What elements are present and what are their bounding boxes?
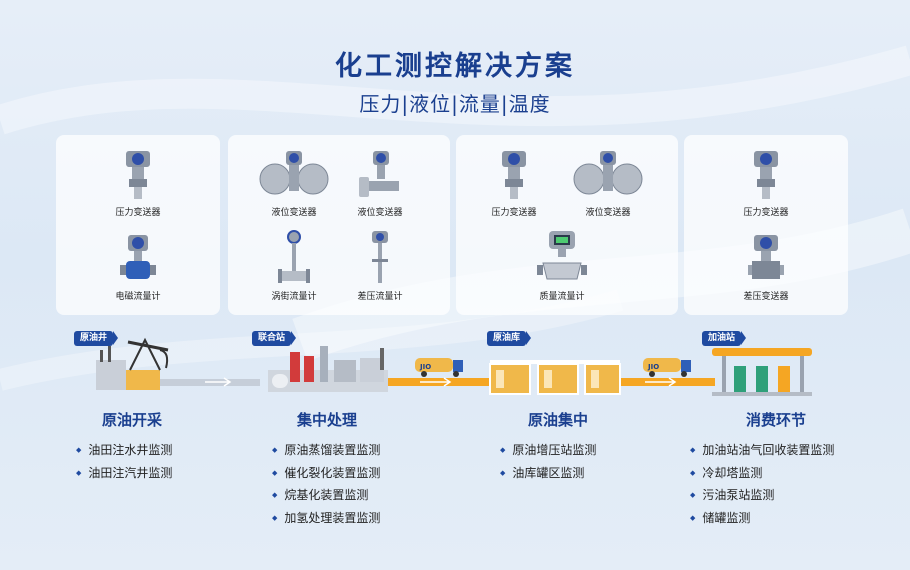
truck-label: JIO [419, 363, 431, 371]
pressure-transmitter-icon [502, 151, 526, 199]
process-illustration: JIO JIO [96, 337, 812, 396]
tanker-truck-icon: JIO [643, 358, 691, 377]
stage-items-collection: 原油增压站监测 油库罐区监测 [500, 440, 596, 485]
page-subtitle: 压力|液位|流量|温度 [359, 92, 551, 116]
stage-title-extraction: 原油开采 [101, 411, 162, 429]
flange-level-transmitter-icon [573, 151, 643, 195]
flange-level-transmitter-icon [259, 151, 329, 195]
stage-items-extraction: 油田注水井监测 油田注汽井监测 [76, 440, 172, 485]
stage-items-consumption: 加油站油气回收装置监测 冷却塔监测 污油泵站监测 储罐监测 [690, 440, 834, 530]
device-panel-1: 压力变送器 电磁流量计 [56, 135, 220, 315]
device-label: 差压变送器 [743, 292, 789, 302]
oil-depot-icon [489, 360, 621, 395]
list-item: 储罐监测 [690, 508, 834, 531]
stage-title-consumption: 消费环节 [745, 411, 806, 429]
device-differential-pressure-flowmeter: 差压流量计 [340, 229, 420, 302]
list-item: 污油泵站监测 [690, 485, 834, 508]
device-panel-4: 压力变送器 差压变送器 [684, 135, 848, 315]
device-differential-pressure-transmitter: 差压变送器 [726, 233, 806, 302]
device-label: 液位变送器 [585, 208, 631, 218]
device-flange-level-transmitter: 液位变送器 [568, 149, 648, 218]
gas-station-icon [712, 348, 812, 396]
stage-title-processing: 集中处理 [296, 411, 357, 429]
list-item: 烷基化装置监测 [272, 485, 380, 508]
device-single-flange-level-transmitter: 液位变送器 [340, 149, 420, 218]
list-item: 油田注水井监测 [76, 440, 172, 463]
device-label: 压力变送器 [115, 208, 161, 218]
list-item: 催化裂化装置监测 [272, 463, 380, 486]
device-pressure-transmitter: 压力变送器 [726, 149, 806, 218]
stage-title-collection: 原油集中 [527, 411, 588, 429]
device-electromagnetic-flowmeter: 电磁流量计 [98, 233, 178, 302]
list-item: 油库罐区监测 [500, 463, 596, 486]
device-label: 压力变送器 [743, 208, 789, 218]
device-pressure-transmitter: 压力变送器 [474, 149, 554, 218]
stage-tag-oil-well: 原油井 [74, 331, 119, 346]
tanker-truck-icon: JIO [415, 358, 463, 377]
list-item: 冷却塔监测 [690, 463, 834, 486]
pressure-transmitter-icon [754, 151, 778, 199]
device-panel-2: 液位变送器 液位变送器 涡街流量计 差压流量计 [228, 135, 450, 315]
list-item: 原油蒸馏装置监测 [272, 440, 380, 463]
mass-flowmeter-icon [537, 231, 587, 280]
arrow-icon [645, 377, 677, 387]
electromagnetic-flowmeter-icon [120, 235, 156, 279]
list-item: 油田注汽井监测 [76, 463, 172, 486]
device-label: 液位变送器 [357, 208, 403, 218]
page-title: 化工测控解决方案 [335, 51, 575, 82]
refinery-icon [268, 346, 388, 392]
list-item: 加氢处理装置监测 [272, 508, 380, 531]
differential-pressure-transmitter-icon [748, 235, 784, 279]
device-flange-level-transmitter: 液位变送器 [254, 149, 334, 218]
oil-well-icon [96, 337, 169, 390]
list-item: 原油增压站监测 [500, 440, 596, 463]
stage-items-processing: 原油蒸馏装置监测 催化裂化装置监测 烷基化装置监测 加氢处理装置监测 [272, 440, 380, 530]
device-panel-3: 压力变送器 液位变送器 质量流量计 [456, 135, 678, 315]
arrow-icon [205, 377, 232, 387]
stage-tag-oil-depot: 原油库 [487, 331, 532, 346]
stage-tag-joint-station: 联合站 [252, 331, 297, 346]
arrow-icon [420, 377, 452, 387]
device-mass-flowmeter: 质量流量计 [522, 229, 602, 302]
device-label: 电磁流量计 [115, 292, 161, 302]
device-label: 液位变送器 [271, 208, 317, 218]
device-label: 差压流量计 [357, 292, 403, 302]
truck-label: JIO [647, 363, 659, 371]
pressure-transmitter-icon [126, 151, 150, 199]
device-label: 质量流量计 [539, 292, 585, 302]
differential-pressure-flowmeter-icon [372, 231, 388, 283]
device-pressure-transmitter: 压力变送器 [98, 149, 178, 218]
device-label: 涡街流量计 [271, 292, 317, 302]
device-label: 压力变送器 [491, 208, 537, 218]
single-flange-level-transmitter-icon [359, 151, 399, 197]
device-vortex-flowmeter: 涡街流量计 [254, 229, 334, 302]
vortex-flowmeter-icon [278, 230, 310, 283]
stage-tag-gas-station: 加油站 [702, 331, 747, 346]
list-item: 加油站油气回收装置监测 [690, 440, 834, 463]
